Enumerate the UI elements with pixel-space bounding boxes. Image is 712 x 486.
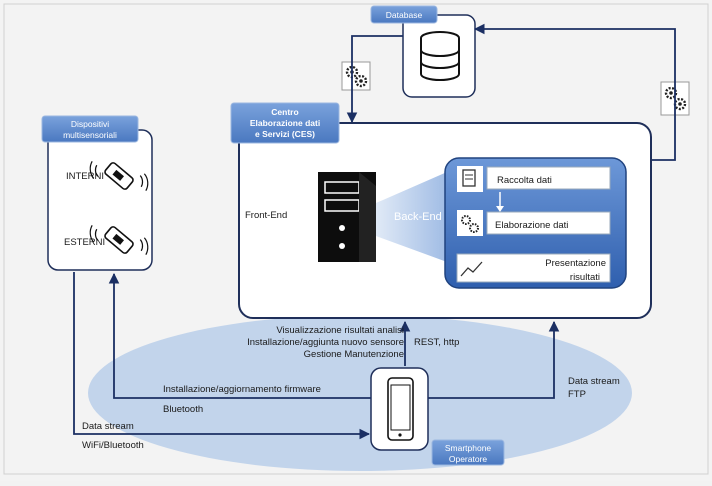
edge-label-wifi-bluetooth: WiFi/Bluetooth: [82, 440, 144, 451]
ces-label-line1: Centro: [271, 107, 298, 117]
gears-icon: [457, 210, 483, 236]
edge-label-maintenance: Gestione Manutenzione: [304, 349, 404, 360]
arrow-ces-to-database: [346, 35, 403, 124]
ces-tag: [230, 102, 340, 144]
devices-label-line2: multisensoriali: [63, 130, 117, 140]
back-end-panel: Back-End Raccolta dati Elaborazione dati…: [394, 157, 627, 289]
smartphone-label-line2: Operatore: [449, 454, 488, 464]
edge-label-visualization: Visualizzazione risultati analisi: [276, 325, 404, 336]
ces-label-line2: Elaborazione dati: [250, 118, 320, 128]
data-processing-box: [486, 211, 611, 235]
internal-label: INTERNI: [66, 171, 104, 182]
operator-area-ellipse: [88, 315, 632, 471]
edge-label-firmware: Installazione/aggiornamento firmware: [163, 384, 321, 395]
trend-line-icon: [460, 261, 483, 277]
smartphone-node: Smartphone Operatore: [370, 367, 505, 466]
edge-label-data-stream-right: Data stream: [568, 376, 620, 387]
data-collection-box: [486, 166, 611, 190]
presentation-box: [456, 253, 611, 283]
database-cylinder-icon: [420, 31, 460, 81]
devices-label-line1: Dispositivi: [71, 119, 109, 129]
database-tag: [370, 5, 438, 24]
data-collection-label: Raccolta dati: [497, 175, 552, 186]
front-back-link: [376, 172, 447, 262]
gears-icon: [341, 61, 371, 91]
ces-label-line3: e Servizi (CES): [255, 129, 315, 139]
presentation-label-line2: risultati: [570, 272, 600, 283]
back-end-label: Back-End: [394, 211, 442, 223]
devices-node: Dispositivi multisensoriali INTERNI ESTE…: [41, 115, 153, 271]
devices-tag: [41, 115, 139, 143]
arrow-backend-to-database: [473, 23, 676, 161]
edge-label-ftp: FTP: [568, 389, 586, 400]
arrow-devices-to-smartphone: [73, 272, 371, 440]
smartphone-icon: [387, 377, 414, 441]
sensor-device-icon: [89, 161, 149, 191]
smartphone-tag: [431, 439, 505, 466]
edge-label-data-stream-left: Data stream: [82, 421, 134, 432]
data-processing-label: Elaborazione dati: [495, 220, 568, 231]
external-label: ESTERNI: [64, 237, 105, 248]
sensor-device-icon: [89, 225, 149, 255]
presentation-label-line1: Presentazione: [545, 258, 606, 269]
document-icon-shape: [462, 169, 476, 187]
server-tower-icon: [318, 172, 376, 262]
edge-label-install-sensor: Installazione/aggiunta nuovo sensore: [247, 337, 404, 348]
edge-label-rest: REST, http: [414, 337, 459, 348]
arrow-smartphone-to-devices: [108, 272, 371, 399]
arrow-smartphone-ftp: [428, 320, 560, 399]
edge-label-bluetooth: Bluetooth: [163, 404, 203, 415]
database-label: Database: [386, 10, 423, 20]
database-node: Database: [370, 5, 476, 98]
front-end-label: Front-End: [245, 210, 287, 221]
smartphone-label-line1: Smartphone: [445, 443, 492, 453]
